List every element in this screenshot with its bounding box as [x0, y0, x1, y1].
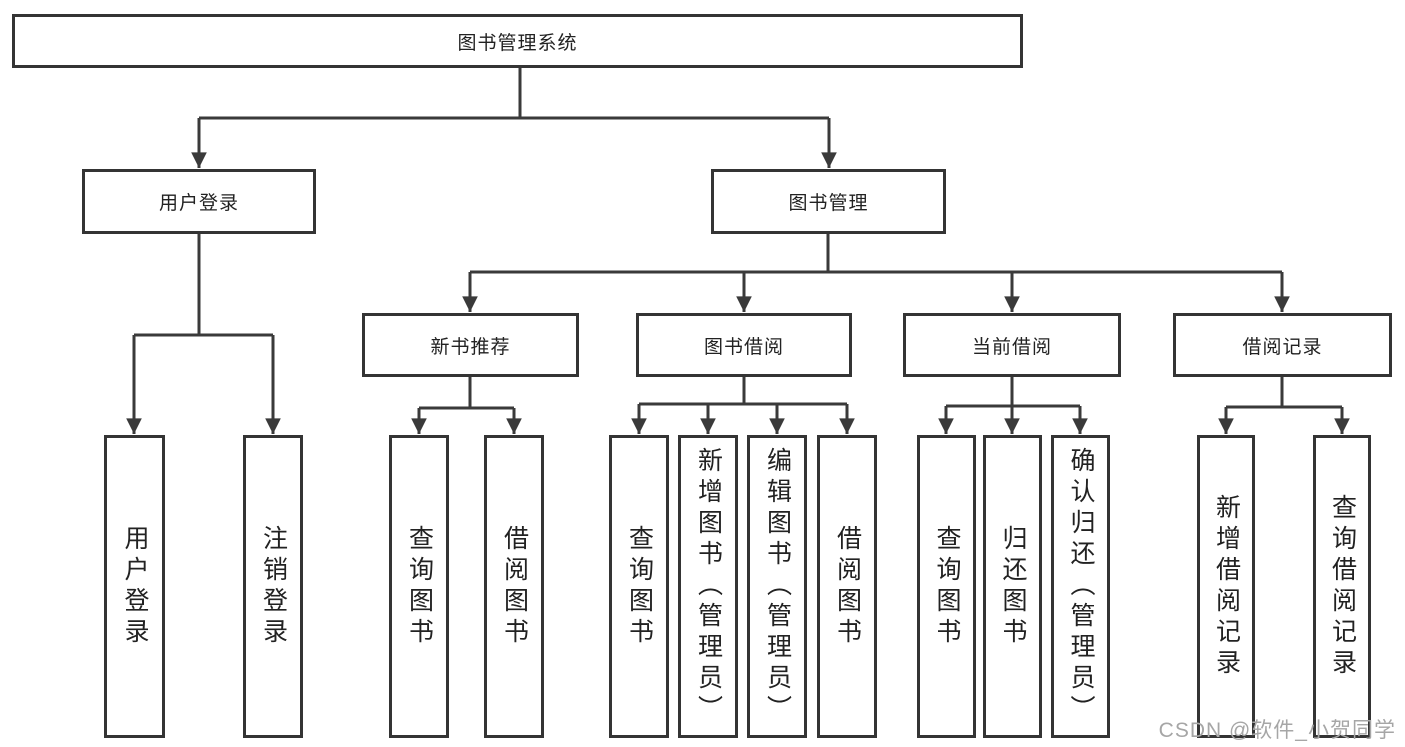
- leaf-cb-confirm-return-admin: 确认归还（管理员）: [1051, 435, 1110, 738]
- leaf-br-query-record-label: 查询借阅记录: [1328, 493, 1357, 680]
- node-book-borrow: 图书借阅: [636, 313, 852, 377]
- leaf-cb-confirm-return-admin-label: 确认归还（管理员）: [1067, 447, 1095, 726]
- leaf-logout: 注销登录: [243, 435, 303, 738]
- leaf-ns-query-book-label: 查询图书: [405, 524, 434, 649]
- leaf-br-query-record: 查询借阅记录: [1313, 435, 1371, 738]
- leaf-bb-add-book-admin-label: 新增图书（管理员）: [694, 447, 723, 726]
- leaf-bb-query-book: 查询图书: [609, 435, 669, 738]
- leaf-bb-borrow-book-label: 借阅图书: [833, 524, 862, 649]
- leaf-logout-label: 注销登录: [259, 524, 288, 649]
- node-book-borrow-label: 图书借阅: [703, 336, 784, 358]
- node-current-borrow-label: 当前借阅: [971, 336, 1052, 358]
- leaf-br-add-record: 新增借阅记录: [1197, 435, 1255, 738]
- leaf-ns-borrow-book-label: 借阅图书: [500, 524, 529, 649]
- leaf-user-login: 用户登录: [104, 435, 165, 738]
- leaf-cb-return-book: 归还图书: [983, 435, 1042, 738]
- leaf-cb-return-book-label: 归还图书: [999, 524, 1027, 649]
- leaf-cb-query-book-label: 查询图书: [933, 524, 961, 649]
- leaf-bb-add-book-admin: 新增图书（管理员）: [678, 435, 738, 738]
- node-user-login: 用户登录: [82, 169, 316, 234]
- node-book-management: 图书管理: [711, 169, 946, 234]
- node-root-label: 图书管理系统: [457, 32, 578, 54]
- node-borrow-records-label: 借阅记录: [1242, 336, 1323, 358]
- node-borrow-records: 借阅记录: [1173, 313, 1392, 377]
- leaf-cb-query-book: 查询图书: [917, 435, 976, 738]
- node-book-management-label: 图书管理: [788, 193, 869, 214]
- leaf-bb-borrow-book: 借阅图书: [817, 435, 877, 738]
- leaf-bb-query-book-label: 查询图书: [625, 524, 654, 649]
- node-user-login-label: 用户登录: [158, 193, 239, 214]
- leaf-ns-query-book: 查询图书: [389, 435, 449, 738]
- leaf-bb-edit-book-admin: 编辑图书（管理员）: [747, 435, 807, 738]
- watermark: CSDN @软件_小贺同学: [1158, 719, 1396, 742]
- leaf-br-add-record-label: 新增借阅记录: [1212, 493, 1241, 680]
- leaf-user-login-label: 用户登录: [121, 524, 149, 649]
- node-new-book-recommend-label: 新书推荐: [430, 336, 511, 358]
- leaf-ns-borrow-book: 借阅图书: [484, 435, 544, 738]
- node-new-book-recommend: 新书推荐: [362, 313, 579, 377]
- leaf-bb-edit-book-admin-label: 编辑图书（管理员）: [763, 447, 792, 726]
- node-root: 图书管理系统: [12, 14, 1023, 68]
- node-current-borrow: 当前借阅: [903, 313, 1121, 377]
